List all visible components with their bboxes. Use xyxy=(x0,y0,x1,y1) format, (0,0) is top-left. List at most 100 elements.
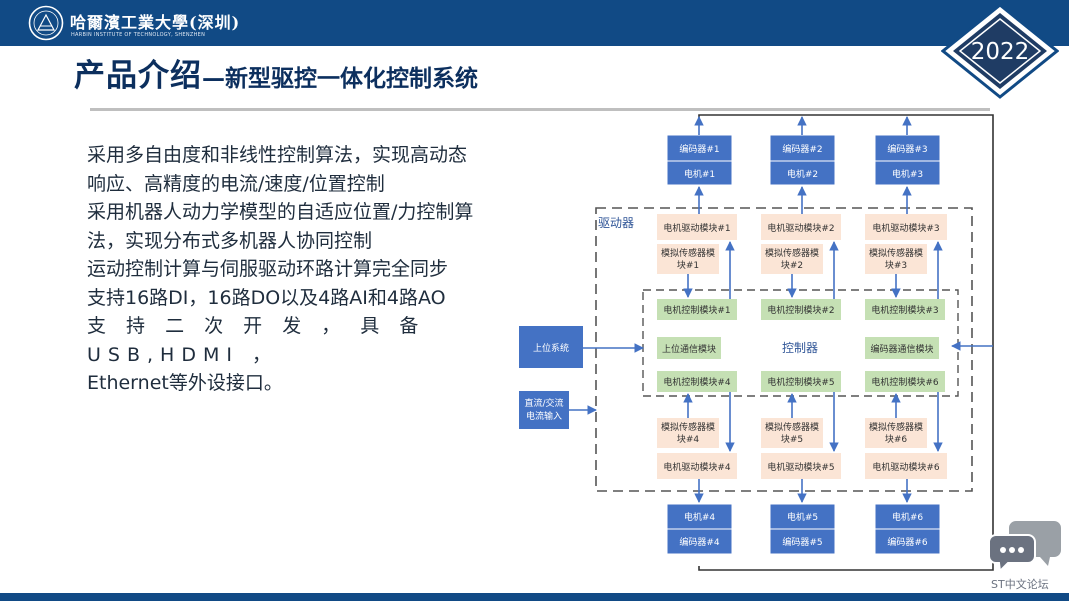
motor-label: 电机#5 xyxy=(787,511,818,523)
sensor-module xyxy=(865,418,927,448)
drive-module xyxy=(865,214,947,240)
sensor-module xyxy=(657,244,719,274)
channel-1: 编码器#1 电机#1 电机驱动模块#1 模拟传感器模 块#1 电机控制模块#1 xyxy=(657,134,737,320)
chat-bubbles-icon[interactable] xyxy=(988,517,1062,573)
footer-bar xyxy=(0,593,1069,601)
sensor-module-label: 模拟传感器模 xyxy=(869,421,923,433)
power-input-box xyxy=(519,391,569,429)
encoder-box xyxy=(666,528,733,555)
encoder-comm-module-label: 编码器通信模块 xyxy=(870,343,933,355)
feedback-frame xyxy=(698,114,994,571)
drive-module xyxy=(865,453,947,479)
encoder-box xyxy=(874,528,941,555)
sensor-module-label: 块#5 xyxy=(781,433,803,445)
university-name-cn: 哈爾濱工業大學(深圳) xyxy=(70,13,241,32)
host-system-label: 上位系统 xyxy=(533,342,569,354)
motor-label: 电机#1 xyxy=(684,168,715,180)
driver-region xyxy=(595,207,973,492)
host-system-box xyxy=(519,326,583,368)
motor-box xyxy=(874,160,941,186)
sensor-module-label: 模拟传感器模 xyxy=(765,421,819,433)
control-module xyxy=(657,371,737,392)
sensor-module-label: 块#6 xyxy=(885,433,908,445)
university-emblem-icon xyxy=(28,5,64,41)
signal-arrows xyxy=(569,116,993,503)
control-module-label: 电机控制模块#6 xyxy=(871,376,939,388)
control-module-label: 电机控制模块#1 xyxy=(663,304,730,316)
encoder-label: 编码器#2 xyxy=(782,143,822,155)
power-input-label: 电流输入 xyxy=(526,410,562,422)
encoder-label: 编码器#1 xyxy=(679,143,719,155)
sensor-module-label: 模拟传感器模 xyxy=(661,421,715,433)
slide-title: 产品介绍—新型驱控一体化控制系统 xyxy=(74,50,478,95)
control-module xyxy=(865,371,945,392)
control-module-label: 电机控制模块#2 xyxy=(767,304,834,316)
channel-5: 电机控制模块#5 模拟传感器模 块#5 电机驱动模块#5 电机#5 编码器#5 xyxy=(761,371,841,555)
upper-comm-module xyxy=(657,337,721,359)
encoder-label: 编码器#4 xyxy=(679,536,720,548)
title-divider xyxy=(90,108,990,111)
drive-module-label: 电机驱动模块#4 xyxy=(663,461,731,473)
feature-paragraph: Ethernet等外设接口。 xyxy=(87,372,283,394)
year-text: 2022 xyxy=(971,39,1030,65)
sensor-module xyxy=(865,244,927,274)
sensor-module-label: 模拟传感器模 xyxy=(765,247,819,259)
driver-label: 驱动器 xyxy=(598,216,634,230)
slide-title-main: 产品介绍 xyxy=(74,58,202,94)
channel-4: 电机控制模块#4 模拟传感器模 块#4 电机驱动模块#4 电机#4 编码器#4 xyxy=(657,371,737,555)
control-module-label: 电机控制模块#4 xyxy=(663,376,731,388)
feature-paragraph: 运动控制计算与伺服驱动环路计算完全同步 xyxy=(87,258,449,280)
drive-module xyxy=(657,453,737,479)
sensor-module xyxy=(761,244,823,274)
drive-module-label: 电机驱动模块#3 xyxy=(872,222,939,234)
sensor-module-label: 块#3 xyxy=(885,259,907,271)
sensor-module xyxy=(657,418,719,448)
feature-paragraph: 采用机器人动力学模型的自适应位置/力控制算法，实现分布式多机器人协同控制 xyxy=(87,201,474,252)
sensor-module-label: 模拟传感器模 xyxy=(869,247,923,259)
upper-comm-module-label: 上位通信模块 xyxy=(662,343,716,355)
drive-module xyxy=(761,453,841,479)
control-module xyxy=(761,371,841,392)
channel-2: 编码器#2 电机#2 电机驱动模块#2 模拟传感器模 块#2 电机控制模块#2 xyxy=(761,134,841,320)
motor-label: 电机#2 xyxy=(787,168,818,180)
encoder-comm-module xyxy=(865,337,939,359)
motor-box xyxy=(666,160,733,186)
control-module xyxy=(657,299,737,320)
power-input-label: 直流/交流 xyxy=(524,397,563,409)
channel-6: 电机控制模块#6 模拟传感器模 块#6 电机驱动模块#6 电机#6 编码器#6 xyxy=(865,371,947,555)
sensor-module-label: 模拟传感器模 xyxy=(661,247,715,259)
control-module xyxy=(865,299,945,320)
motor-box xyxy=(769,503,836,530)
drive-module-label: 电机驱动模块#5 xyxy=(767,461,834,473)
feature-paragraph: 采用多自由度和非线性控制算法，实现高动态响应、高精度的电流/速度/位置控制 xyxy=(87,144,468,195)
control-module xyxy=(761,299,841,320)
control-module-label: 电机控制模块#5 xyxy=(767,376,834,388)
drive-module-label: 电机驱动模块#6 xyxy=(872,461,940,473)
feature-paragraph: 支持16路DI，16路DO以及4路AI和4路AO xyxy=(87,286,446,309)
header-bar: 哈爾濱工業大學(深圳) HARBIN INSTITUTE OF TECHNOLO… xyxy=(0,0,1069,46)
encoder-label: 编码器#6 xyxy=(887,536,928,548)
slide-title-sub: —新型驱控一体化控制系统 xyxy=(202,66,478,92)
sensor-module-label: 块#4 xyxy=(677,433,700,445)
control-module-label: 电机控制模块#3 xyxy=(871,304,938,316)
motor-box xyxy=(666,503,733,530)
sensor-module xyxy=(761,418,823,448)
university-name-en: HARBIN INSTITUTE OF TECHNOLOGY, SHENZHEN xyxy=(71,32,206,38)
forum-watermark: ST中文论坛 xyxy=(991,578,1049,591)
sensor-module-label: 块#2 xyxy=(781,259,803,271)
encoder-label: 编码器#3 xyxy=(887,143,927,155)
encoder-box xyxy=(874,134,941,162)
encoder-box xyxy=(769,528,836,555)
channel-3: 编码器#3 电机#3 电机驱动模块#3 模拟传感器模 块#3 电机控制模块#3 xyxy=(865,134,947,320)
drive-module xyxy=(657,214,737,240)
motor-box xyxy=(769,160,836,186)
motor-label: 电机#6 xyxy=(892,511,924,523)
feature-paragraph: 支 持 二 次 开 发 ， 具 备 USB,HDMI ， xyxy=(87,315,426,366)
encoder-label: 编码器#5 xyxy=(782,536,822,548)
drive-module-label: 电机驱动模块#2 xyxy=(767,222,834,234)
feature-text: 采用多自由度和非线性控制算法，实现高动态响应、高精度的电流/速度/位置控制 采用… xyxy=(87,141,479,398)
drive-module xyxy=(761,214,841,240)
sensor-module-label: 块#1 xyxy=(677,259,699,271)
year-badge: 2022 xyxy=(941,3,1059,99)
